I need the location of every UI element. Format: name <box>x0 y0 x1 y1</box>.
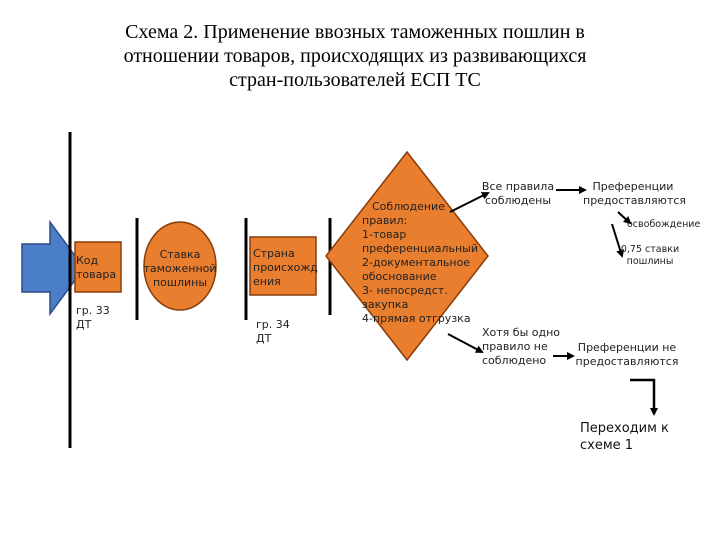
rate-label: Ставка таможенной пошлины <box>140 248 220 290</box>
exemption-label: освобождение <box>627 219 701 230</box>
diamond-line-4: преференциальный <box>362 242 478 255</box>
rate-ellipse <box>143 221 217 311</box>
prefs-not-given-line-2: предоставляются <box>575 355 679 368</box>
code-ref-line-1: гр. 33 <box>76 304 110 317</box>
arrow-one-rule-failed <box>447 333 484 353</box>
prefs-not-given-line-1: Преференции не <box>577 341 677 354</box>
diamond-line-3: 1-товар <box>362 228 407 241</box>
country-label-line-2: происхожд <box>253 261 318 274</box>
rate-label-line-1: Ставка <box>159 248 201 261</box>
rate-075-line-2: пошлины <box>626 256 674 267</box>
diamond-line-7: 3- непосредст. <box>362 284 448 297</box>
diamond-line-8: закупка <box>362 298 409 311</box>
code-label-line-2: товара <box>76 268 117 281</box>
country-ref-line-1: гр. 34 <box>256 318 290 331</box>
goto-line-1: Переходим к <box>580 421 669 436</box>
rate-label-line-2: таможенной <box>143 262 217 275</box>
country-ref-line-2: ДТ <box>256 332 272 345</box>
code-box <box>74 241 122 293</box>
diamond-label: Соблюдение правил: 1-товар преференциаль… <box>362 200 492 326</box>
diamond-line-9: 4-прямая отгрузка <box>362 312 471 325</box>
rate-075-line-1: 0,75 ставки <box>620 244 680 255</box>
prefs-given-line-1: Преференции <box>592 180 674 193</box>
goto-scheme-1-label: Переходим к схеме 1 <box>580 420 700 454</box>
code-box-label: Код товара <box>76 254 122 282</box>
arrow-to-rate-075 <box>611 223 625 258</box>
diamond-line-6: обоснование <box>362 270 437 283</box>
one-rule-failed-line-2: правило не <box>482 340 548 353</box>
title-line-1: Схема 2. Применение ввозных таможенных п… <box>125 21 585 43</box>
code-ref-line-2: ДТ <box>76 318 92 331</box>
diagram-title: Схема 2. Применение ввозных таможенных п… <box>60 20 650 92</box>
prefs-given-label: Преференции предоставляются <box>583 180 686 208</box>
goto-line-2: схеме 1 <box>580 438 634 453</box>
country-ref-label: гр. 34 ДТ <box>256 318 290 346</box>
all-rules-label: Все правила соблюдены <box>478 180 558 208</box>
country-box <box>249 236 317 296</box>
rules-diamond <box>325 150 489 362</box>
diamond-line-2: правил: <box>362 214 408 227</box>
all-rules-line-1: Все правила <box>481 180 555 193</box>
one-rule-failed-label: Хотя бы одно правило не соблюдено <box>482 326 564 368</box>
diamond-line-5: 2-документальное <box>362 256 471 269</box>
all-rules-line-2: соблюдены <box>484 194 552 207</box>
arrow-to-exemption <box>617 211 632 225</box>
title-line-3: стран-пользователей ЕСП ТС <box>229 69 481 91</box>
input-arrow <box>21 219 85 317</box>
country-label-line-1: Страна <box>253 247 295 260</box>
country-label-line-3: ения <box>253 275 281 288</box>
country-label: Страна происхожд ения <box>253 247 318 289</box>
prefs-not-given-label: Преференции не предоставляются <box>574 341 680 369</box>
prefs-given-line-2: предоставляются <box>583 194 686 207</box>
rate-label-line-3: пошлины <box>152 276 208 289</box>
one-rule-failed-line-1: Хотя бы одно <box>482 326 561 339</box>
arrow-all-rules <box>449 192 490 213</box>
rate-075-label: 0,75 ставки пошлины <box>617 244 683 268</box>
diamond-line-1: Соблюдение <box>372 200 445 213</box>
one-rule-failed-line-3: соблюдено <box>482 354 547 367</box>
code-ref-label: гр. 33 ДТ <box>76 304 110 332</box>
arrow-to-scheme-1 <box>630 378 658 416</box>
title-line-2: отношении товаров, происходящих из разви… <box>123 45 587 67</box>
code-label-line-1: Код <box>76 254 99 267</box>
